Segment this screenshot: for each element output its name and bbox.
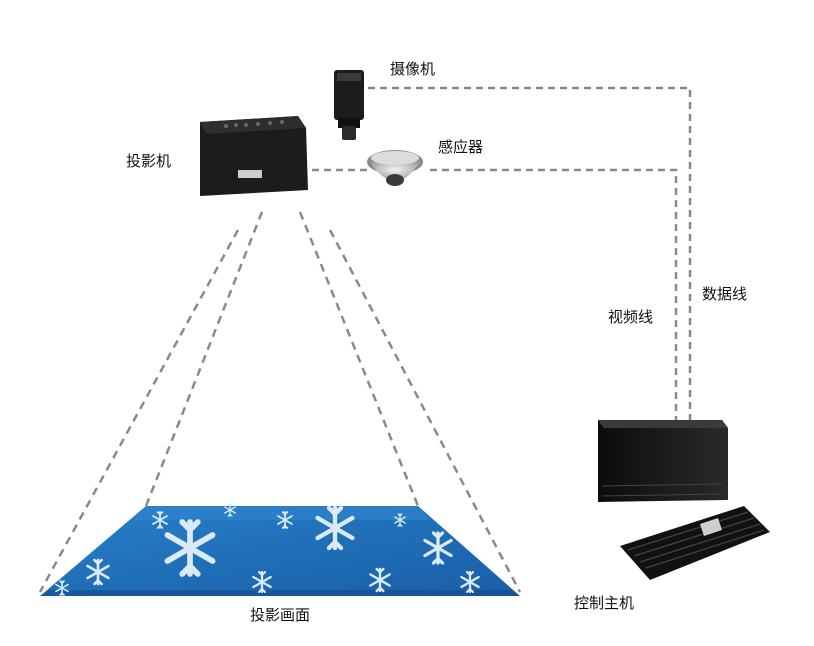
data-cable-line <box>368 86 692 420</box>
projection-surface-label: 投影画面 <box>250 606 311 624</box>
keyboard-icon <box>620 506 770 580</box>
projection-beam-lines <box>38 211 522 593</box>
camera-icon <box>334 70 364 140</box>
data-cable-label: 数据线 <box>702 285 748 303</box>
video-cable-label: 视频线 <box>608 308 654 326</box>
camera-label: 摄像机 <box>390 60 436 78</box>
video-cable-line <box>312 168 678 420</box>
projector-icon <box>200 116 308 196</box>
projector-label: 投影机 <box>126 152 172 170</box>
sensor-icon <box>367 150 423 186</box>
sensor-label: 感应器 <box>438 138 484 156</box>
computer-case-icon <box>598 420 728 502</box>
projection-floor <box>40 506 520 596</box>
control-host-label: 控制主机 <box>574 594 635 612</box>
